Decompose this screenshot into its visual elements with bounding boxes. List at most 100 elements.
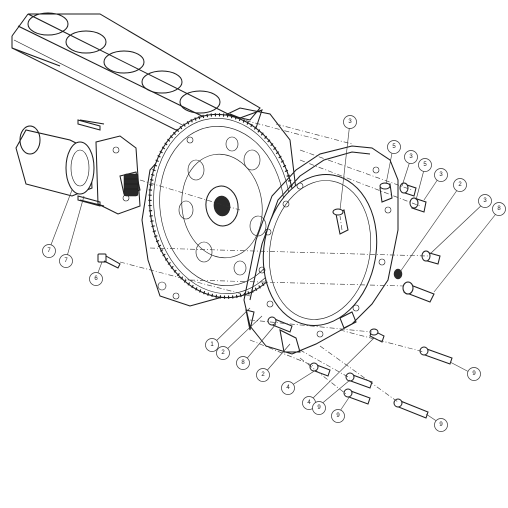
svg-text:2: 2 [261,372,265,378]
gear-tooth [267,139,271,143]
callout-3-b: 3 [404,150,418,164]
gear-tooth [261,282,265,286]
gear-tooth [149,215,153,217]
gear-tooth [155,159,159,162]
callout-6: 6 [89,272,103,286]
gear-tooth [258,285,261,289]
bolts-lower [267,316,453,419]
svg-text:9: 9 [336,413,340,419]
callout-5-b: 5 [418,158,432,172]
svg-text:2: 2 [458,182,462,188]
gear-tooth [273,147,277,151]
gear-tooth [161,146,166,150]
gear-tooth [151,173,155,176]
svg-text:6: 6 [94,276,98,282]
gear-tooth [194,117,197,121]
gear-tooth [254,287,258,291]
starter-studs [77,119,101,207]
callout-3-right: 3 [434,168,448,182]
gear-tooth [288,179,292,182]
gear-tooth [167,261,171,265]
svg-text:3: 3 [439,172,443,178]
svg-text:8: 8 [241,360,245,366]
gear-tooth [198,115,201,120]
svg-text:3: 3 [409,154,413,160]
callout-8-plate: 8 [236,356,250,370]
gear-tooth [247,291,250,295]
svg-text:2: 2 [221,350,225,356]
svg-text:9: 9 [439,422,443,428]
callout-3-right-b: 3 [478,194,492,208]
callout-7-a: 7 [42,244,56,258]
adapter-plate [243,145,399,355]
callout-9-c: 9 [467,367,481,381]
callout-9-a: 9 [312,401,326,415]
gear-tooth [150,220,154,222]
gear-tooth [275,151,280,155]
gear-tooth [149,184,153,186]
gear-tooth [207,292,210,296]
gear-tooth [159,150,163,154]
gear-tooth [264,135,268,139]
gear-tooth [235,294,238,299]
svg-text:5: 5 [423,162,427,168]
gear-tooth [202,114,205,119]
callout-9-d: 9 [434,418,448,432]
gear-tooth [162,253,166,257]
svg-text:7: 7 [47,248,51,254]
callout-7-b: 7 [59,254,73,268]
starter-pinion [123,173,139,197]
gear-tooth [190,119,193,123]
gear-tooth [153,164,158,167]
gear-tooth [206,113,209,118]
gear-tooth [167,138,171,142]
gear-tooth [179,126,183,130]
gear-tooth [183,123,186,127]
gear-tooth [157,155,161,158]
svg-text:3: 3 [348,119,352,125]
center-lines [119,117,429,403]
gear-tooth [260,132,264,136]
svg-text:1: 1 [210,342,214,348]
gear-tooth [253,126,257,130]
starter-motor [15,119,141,215]
gear-tooth [173,131,176,136]
gear-tooth [242,119,245,123]
gear-tooth [270,143,274,147]
gear-tooth [151,225,155,228]
callout-2-low: 2 [256,368,270,382]
gear-tooth [282,164,287,168]
gear-tooth [278,155,282,159]
gear-tooth [250,123,253,128]
gear-tooth [183,279,187,283]
callout-2-plate: 2 [216,346,230,360]
gear-tooth [169,135,173,139]
gear-tooth [191,284,194,289]
gear-tooth [152,168,156,172]
callouts: 7 7 6 1 2 8 2 3 5 3 5 3 2 3 8 4 4 9 9 9 … [42,115,506,432]
svg-text:3: 3 [483,198,487,204]
gear-tooth [246,121,249,125]
callout-9-b: 9 [331,409,345,423]
gear-tooth [176,128,180,133]
svg-text:4: 4 [286,385,290,391]
gear-tooth [173,269,177,273]
svg-text:8: 8 [497,206,501,212]
gear-tooth [239,293,242,298]
svg-text:7: 7 [64,258,68,264]
gear-tooth [187,282,191,286]
gear-tooth [186,121,190,125]
gear-tooth [154,235,158,238]
svg-text:9: 9 [472,371,476,377]
gear-tooth [286,174,290,177]
gear-tooth [164,142,168,146]
gear-tooth [238,117,241,122]
svg-text:9: 9 [317,405,321,411]
gear-tooth [280,160,284,163]
gear-tooth [203,290,206,295]
callout-2-right: 2 [453,178,467,192]
svg-text:5: 5 [392,144,396,150]
gear-tooth [195,287,198,291]
